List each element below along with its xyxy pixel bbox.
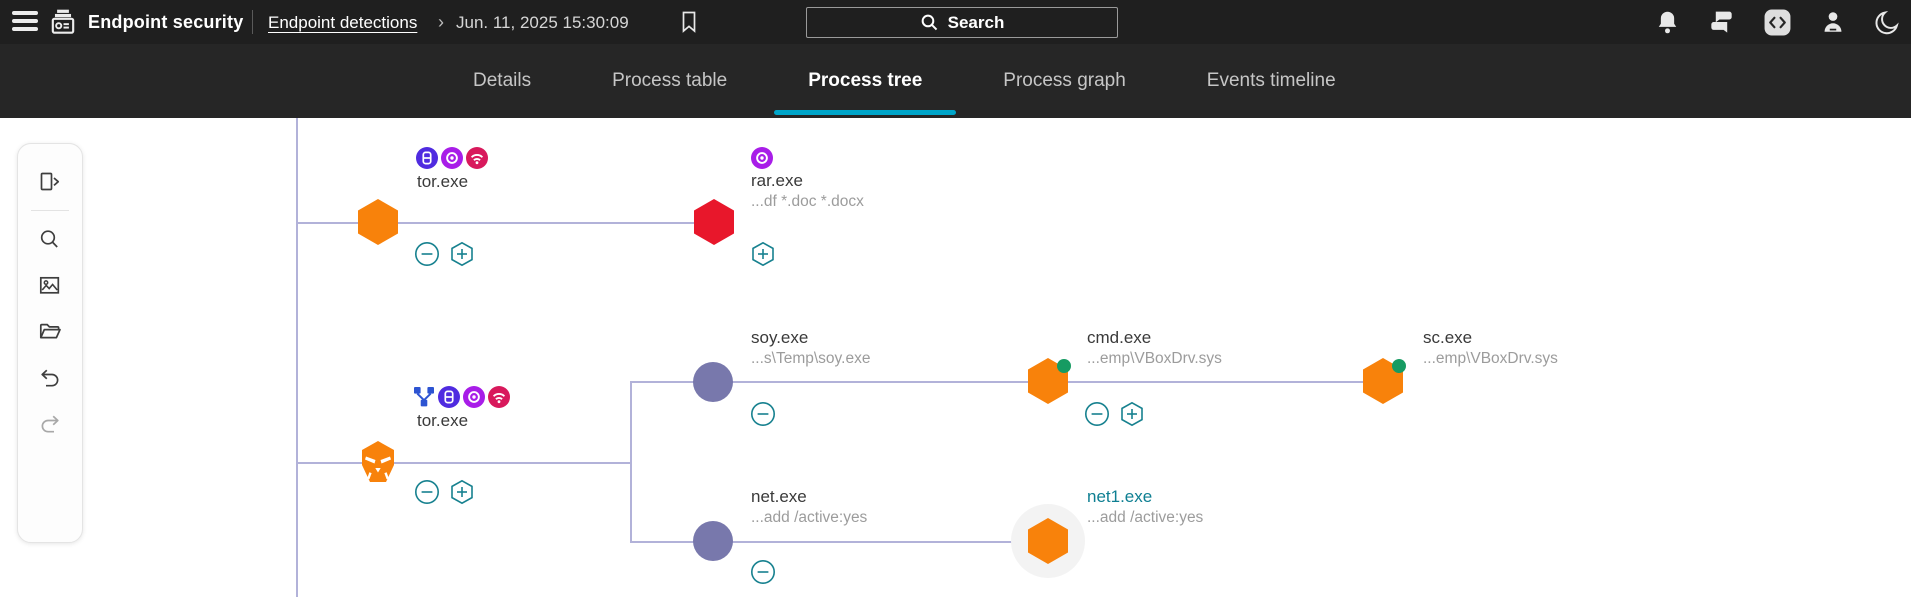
target-badge-icon[interactable] <box>463 386 485 408</box>
process-node-path: ...add /active:yes <box>1087 509 1204 526</box>
notifications-bell-icon[interactable] <box>1655 9 1680 36</box>
archive-logo-icon <box>48 8 78 41</box>
tab-process-tree[interactable]: Process tree <box>774 44 957 118</box>
tab-details[interactable]: Details <box>473 70 532 91</box>
tree-connector <box>630 381 632 542</box>
tree-trunk-line <box>296 118 298 597</box>
tree-badge-icon[interactable] <box>413 386 435 408</box>
tree-connector <box>630 381 1370 383</box>
header-divider <box>252 10 253 34</box>
process-node-path: ...s\Temp\soy.exe <box>751 350 871 367</box>
view-tab-bar: Details Process table Process tree Proce… <box>0 44 1911 118</box>
tree-connector <box>296 222 700 224</box>
process-node-label[interactable]: tor.exe <box>417 411 469 430</box>
process-badge-icon[interactable] <box>438 386 460 408</box>
target-badge-icon[interactable] <box>441 147 463 169</box>
expand-button[interactable] <box>750 241 776 267</box>
bookmark-icon[interactable] <box>678 10 700 39</box>
target-badge-icon[interactable] <box>751 147 773 169</box>
palette-divider <box>31 210 69 211</box>
process-node-label[interactable]: net.exe <box>751 487 807 506</box>
process-tree-canvas: tor.exe rar.exe ...df *.doc *.docx tor.e… <box>0 118 1911 597</box>
detection-badges <box>416 147 488 169</box>
tab-process-graph[interactable]: Process graph <box>1003 70 1126 91</box>
redo-icon[interactable] <box>37 411 63 437</box>
undo-icon[interactable] <box>37 365 63 391</box>
process-node-circle[interactable] <box>693 521 733 561</box>
account-icon[interactable] <box>1820 9 1846 35</box>
tree-connector <box>630 541 1020 543</box>
tree-connector <box>296 462 630 464</box>
collapse-button[interactable] <box>750 559 776 585</box>
header-icon-group <box>1655 0 1901 44</box>
process-node-path: ...add /active:yes <box>751 509 868 526</box>
process-node-path: ...emp\VBoxDrv.sys <box>1087 350 1222 367</box>
malware-skull-icon[interactable] <box>359 440 397 484</box>
collapse-button[interactable] <box>414 479 440 505</box>
collapse-button[interactable] <box>414 241 440 267</box>
process-node-label[interactable]: soy.exe <box>751 328 809 347</box>
collapse-button[interactable] <box>1084 401 1110 427</box>
expand-button[interactable] <box>1119 401 1145 427</box>
search-input[interactable]: Search <box>806 7 1118 38</box>
code-api-icon[interactable] <box>1763 8 1792 37</box>
process-node-label[interactable]: tor.exe <box>417 172 469 191</box>
search-label: Search <box>947 12 1005 32</box>
menu-icon[interactable] <box>12 11 38 33</box>
process-node-path: ...df *.doc *.docx <box>751 193 864 210</box>
app-title: Endpoint security <box>88 12 244 32</box>
process-badge-icon[interactable] <box>416 147 438 169</box>
status-dot <box>1392 359 1406 373</box>
network-badge-icon[interactable] <box>466 147 488 169</box>
dark-mode-moon-icon[interactable] <box>1874 9 1901 36</box>
top-bar: Endpoint security Endpoint detections › … <box>0 0 1911 44</box>
process-node-label[interactable]: sc.exe <box>1423 328 1473 347</box>
detection-badges <box>751 147 773 169</box>
process-node-circle[interactable] <box>693 362 733 402</box>
search-tree-icon[interactable] <box>37 227 63 253</box>
status-dot <box>1057 359 1071 373</box>
process-node-hexagon[interactable] <box>694 199 734 245</box>
open-side-panel-icon[interactable] <box>37 170 63 196</box>
tab-events-timeline[interactable]: Events timeline <box>1206 70 1336 91</box>
search-icon <box>921 14 937 31</box>
breadcrumb-chevron-icon: › <box>438 12 444 32</box>
expand-button[interactable] <box>449 241 475 267</box>
collapse-button[interactable] <box>750 401 776 427</box>
process-node-path: ...emp\VBoxDrv.sys <box>1423 350 1558 367</box>
messages-icon[interactable] <box>1708 9 1735 35</box>
process-node-label-selected[interactable]: net1.exe <box>1087 487 1153 506</box>
tree-tool-palette <box>17 143 83 543</box>
breadcrumb-link-endpoint-detections[interactable]: Endpoint detections <box>268 13 418 32</box>
process-node-label[interactable]: cmd.exe <box>1087 328 1152 347</box>
process-node-hexagon[interactable] <box>358 199 398 245</box>
network-badge-icon[interactable] <box>488 386 510 408</box>
breadcrumb-current-timestamp: Jun. 11, 2025 15:30:09 <box>456 13 629 32</box>
expand-button[interactable] <box>449 479 475 505</box>
snapshot-image-icon[interactable] <box>37 273 63 299</box>
tab-process-table[interactable]: Process table <box>612 70 728 91</box>
process-node-label[interactable]: rar.exe <box>751 171 803 190</box>
open-folder-icon[interactable] <box>37 319 63 345</box>
detection-badges <box>413 386 510 408</box>
